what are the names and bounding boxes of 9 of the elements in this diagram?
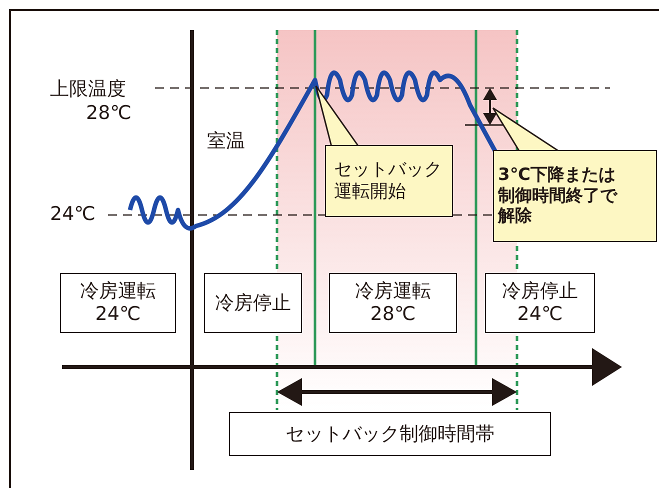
callout-box: セットバック運転開始 [325,145,453,217]
label-box: セットバック制御時間帯 [229,412,551,456]
room-temperature-label: 室温 [207,129,245,154]
label-box: 冷房停止 [204,273,302,333]
upper-limit-label: 上限温度 [50,77,126,102]
label-box: 冷房停止 24℃ [485,273,595,333]
temperature-label: 28℃ [86,102,132,124]
label-box: 冷房運転 24℃ [60,273,176,333]
label-box: 冷房運転 28℃ [329,273,457,333]
